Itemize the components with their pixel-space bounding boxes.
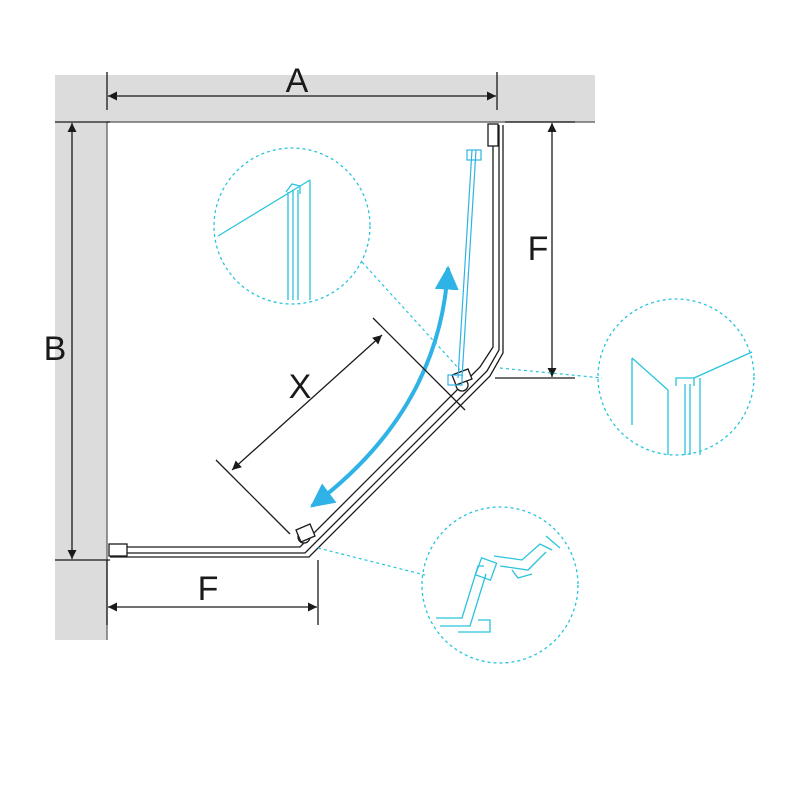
- detail-magnetic-seal: [421, 506, 579, 664]
- dimension-f-right: [495, 121, 575, 379]
- dimension-f-bottom-label: F: [198, 570, 219, 608]
- dimension-f-right-label: F: [528, 230, 549, 268]
- open-door: [447, 149, 482, 386]
- enclosure-profile: [108, 123, 504, 558]
- dimension-f-bottom: [106, 560, 319, 625]
- hinge-top: [487, 123, 499, 147]
- profile-inner-2: [110, 125, 504, 558]
- dimension-x-label: X: [289, 368, 312, 406]
- wall-top: [55, 75, 595, 122]
- door-panel-b: [461, 149, 477, 379]
- profile-outer: [110, 125, 494, 548]
- curved-double-arrow-icon: [310, 265, 459, 508]
- hinge-bottom-left: [108, 543, 128, 557]
- dimension-b: [55, 121, 110, 561]
- detail-connectors: [317, 261, 603, 576]
- door-hinge-top: [466, 149, 482, 161]
- dimension-a: [106, 72, 498, 110]
- walls: [55, 75, 595, 640]
- detail-hinge-top: [213, 147, 371, 305]
- wall-left: [55, 75, 107, 640]
- door-panel-a: [457, 149, 473, 379]
- detail-corner-seal: [597, 298, 755, 456]
- profile-inner: [110, 125, 500, 554]
- dimension-x: [215, 317, 466, 535]
- handle-lower: [295, 523, 316, 543]
- dimension-b-label: B: [44, 330, 67, 368]
- dimension-a-label: A: [286, 62, 309, 100]
